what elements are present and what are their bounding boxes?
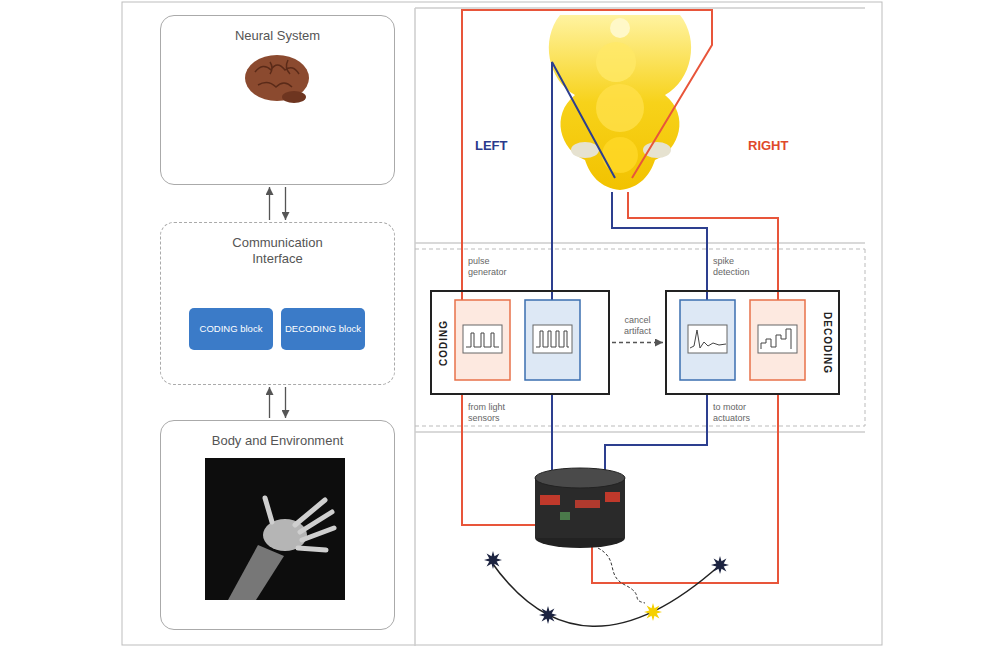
edge-label: cancel artifact	[611, 315, 665, 337]
panel-title: Communication Interface	[213, 235, 343, 268]
robot-part	[605, 492, 620, 502]
outer-frame	[122, 2, 882, 645]
neural-culture	[549, 15, 691, 190]
brain-folds	[255, 60, 299, 87]
pulse-generator-block	[525, 300, 580, 380]
panel-title: Body and Environment	[161, 433, 394, 449]
module-box: DECODING	[665, 290, 840, 395]
culture-spot	[610, 18, 630, 38]
module-label: CODING	[438, 320, 449, 366]
motor-wire	[605, 395, 707, 470]
connector-arrow	[285, 387, 286, 418]
pulse-generator-block	[455, 300, 510, 380]
side-label: LEFT	[475, 138, 535, 154]
connector-arrow	[269, 187, 270, 220]
culture-spot	[596, 42, 636, 82]
stimulation-wire	[462, 10, 712, 300]
wire-caption: to motor actuators	[713, 402, 771, 424]
connector-arrow	[269, 387, 270, 418]
panel-border	[415, 7, 865, 9]
pulse-icon	[466, 333, 499, 347]
robot-fingers	[265, 498, 334, 550]
panel-border	[414, 8, 416, 646]
panel-title: Neural System	[161, 28, 394, 44]
block-caption: spike detection	[713, 256, 771, 278]
hand-photo	[205, 458, 345, 600]
culture-spot	[602, 137, 638, 173]
module-box: CODING	[430, 290, 610, 395]
electrode-area	[643, 142, 671, 158]
light-source	[711, 556, 729, 574]
icon-frame	[688, 325, 727, 353]
spike-detection-block	[680, 300, 735, 380]
robot-part	[560, 512, 570, 520]
sensor-wire	[551, 395, 553, 470]
block-box: DECODING block	[281, 308, 365, 350]
section-divider	[415, 426, 865, 427]
sensor-wire	[462, 395, 535, 525]
robot-image	[535, 468, 625, 488]
light-source	[539, 606, 557, 624]
electrode-area	[571, 142, 599, 158]
recording-wire	[612, 192, 707, 300]
recording-wire	[628, 192, 778, 300]
block-label: CODING block	[200, 324, 263, 335]
light-source	[484, 551, 502, 569]
icon-frame	[533, 325, 572, 353]
panel-box: Neural System	[160, 15, 395, 185]
robot-arm	[228, 545, 284, 600]
robot-path	[598, 548, 645, 603]
panel-box: Communication InterfaceCODING block DECOD…	[160, 222, 395, 385]
block-caption: pulse generator	[468, 256, 524, 278]
active-light-source	[644, 603, 662, 621]
section-divider	[415, 242, 865, 244]
connector-arrow	[285, 187, 286, 220]
icon-frame	[758, 325, 797, 353]
module-label: DECODING	[822, 312, 833, 374]
section-divider	[415, 249, 865, 250]
pulse-icon	[536, 331, 569, 347]
stimulation-wire	[552, 62, 615, 300]
section-divider	[415, 431, 865, 433]
arena-arc	[490, 560, 720, 626]
side-label: RIGHT	[748, 138, 808, 154]
block-label: DECODING block	[285, 324, 361, 335]
robot-part	[575, 500, 600, 508]
icon-frame	[463, 325, 502, 353]
connector-arrow	[612, 342, 663, 343]
spike-detection-block	[750, 300, 805, 380]
brain-image	[282, 91, 306, 103]
block-box: CODING block	[189, 308, 273, 350]
histogram-icon	[761, 329, 791, 349]
robot-part	[540, 495, 560, 505]
culture-spot	[596, 84, 644, 132]
panel-box: Body and Environment	[160, 420, 395, 630]
spike-icon	[690, 330, 726, 348]
section-divider	[865, 249, 866, 426]
wire-caption: from light sensors	[468, 402, 530, 424]
